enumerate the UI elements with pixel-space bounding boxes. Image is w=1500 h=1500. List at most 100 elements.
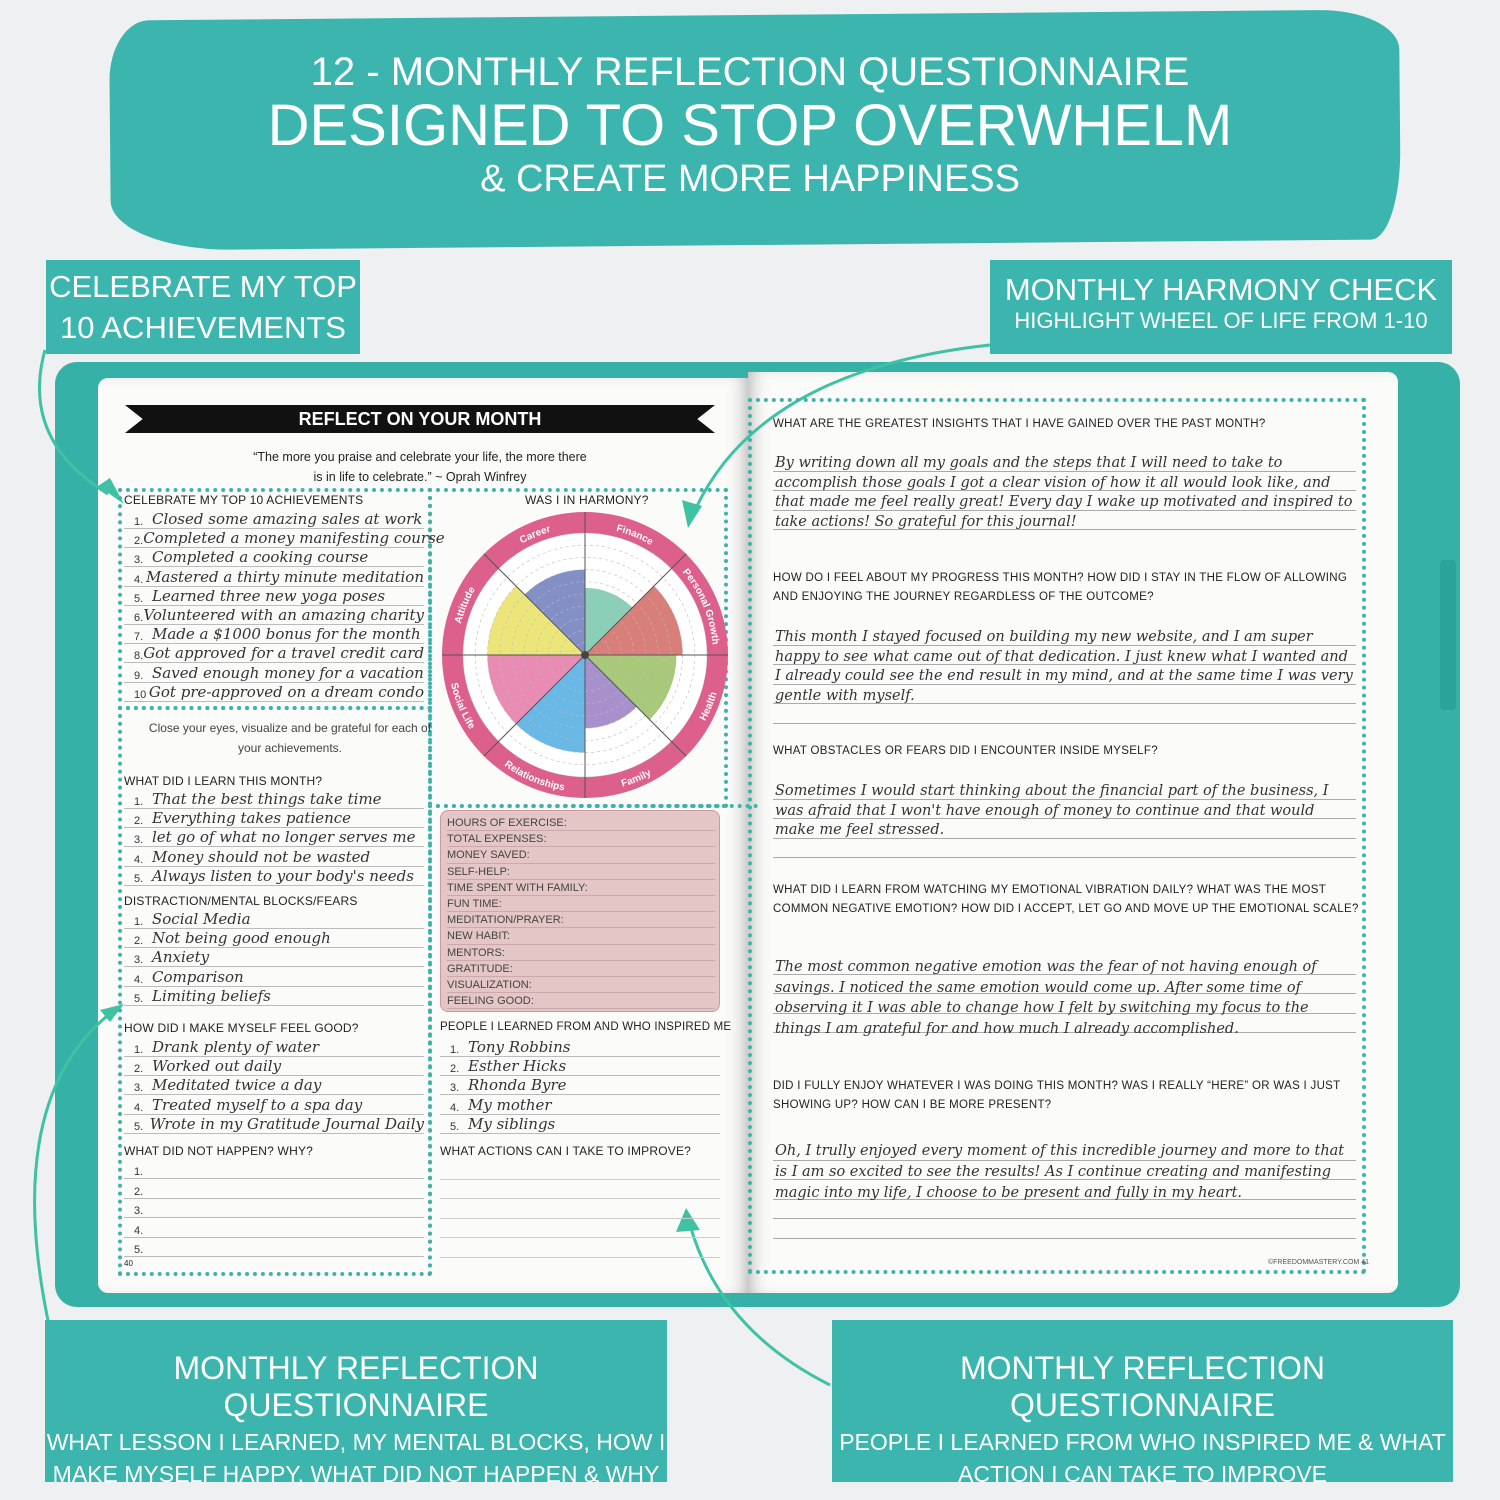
wheel-divider	[584, 553, 687, 656]
item-text: Rhonda Byre	[468, 1076, 567, 1095]
callout-title: MONTHLY REFLECTION QUESTIONNAIRE	[959, 1350, 1326, 1423]
stat-line: TOTAL EXPENSES:	[447, 831, 715, 848]
list-item: 9.Saved enough money for a vacation	[124, 664, 424, 683]
item-number: 2.	[134, 1063, 144, 1076]
wheel-center	[581, 651, 589, 659]
callout-reflection-right: MONTHLY REFLECTION QUESTIONNAIRE PEOPLE …	[832, 1320, 1453, 1487]
item-number: 1.	[134, 516, 144, 528]
list-item: 4.Treated myself to a spa day	[124, 1096, 424, 1115]
wheel-segment[interactable]	[585, 585, 683, 655]
stats-box	[440, 810, 720, 1012]
item-text: Money should not be wasted	[152, 847, 371, 866]
answer-present: Oh, I trully enjoyed every moment of thi…	[775, 1143, 1345, 1201]
stat-line: SELF-HELP:	[447, 864, 715, 880]
item-number: 3.	[134, 1082, 144, 1095]
list-item: 1. Social Media	[124, 910, 424, 929]
answer-emotions: The most common negative emotion was the…	[775, 959, 1317, 1037]
list-item: 3.Anxiety	[124, 948, 424, 968]
item-text: Completed a money manifesting course	[143, 529, 445, 548]
list-item: 1. Closed some amazing sales at work	[124, 510, 424, 529]
quote: “The more you praise and celebrate your …	[120, 447, 720, 487]
wheel-segment[interactable]	[524, 569, 585, 655]
list-item: 3. Rhonda Byre	[440, 1076, 720, 1096]
arrow-feel-good-icon	[33, 1010, 113, 1331]
item-text: Made a $1000 bonus for the month	[152, 625, 421, 644]
list-item: 4.Comparison	[124, 968, 424, 987]
stat-line: MENTORS:	[447, 945, 715, 961]
item-number: 4.	[134, 573, 144, 586]
footer-text: ©FREEDOMMASTERY.COM	[1268, 1259, 1360, 1266]
stat-line: NEW HABIT:	[447, 928, 715, 945]
item-text: Closed some amazing sales at work	[152, 510, 423, 528]
item-number: 5.	[134, 872, 144, 885]
answer-insights: By writing down all my goals and the ste…	[775, 455, 1353, 530]
callout-sub: HIGHLIGHT WHEEL OF LIFE FROM 1-10	[1014, 308, 1428, 333]
learn-heading: WHAT DID I LEARN THIS MONTH?	[124, 774, 323, 788]
wheel-segment[interactable]	[585, 587, 633, 655]
quote-line: “The more you praise and celebrate your …	[253, 450, 587, 464]
list-item: 3. Meditated twice a day	[124, 1076, 424, 1096]
right-page-box	[748, 398, 1366, 1274]
list-item: 2.Completed a money manifesting course	[124, 529, 445, 549]
callout-sub: WHAT LESSON I LEARNED, MY MENTAL BLOCKS,…	[46, 1429, 666, 1455]
item-text: Worked out daily	[152, 1057, 282, 1076]
achievements-heading: CELEBRATE MY TOP 10 ACHIEVEMENTS	[124, 493, 364, 507]
people-heading: PEOPLE I LEARNED FROM AND WHO INSPIRED M…	[440, 1021, 732, 1033]
item-number: 8.	[134, 650, 144, 663]
pen-loop	[1440, 560, 1456, 710]
item-text: My siblings	[468, 1114, 556, 1133]
callout-sub: MAKE MYSELF HAPPY, WHAT DID NOT HAPPEN &…	[52, 1461, 660, 1487]
item-number: 1.	[134, 916, 144, 928]
item-number: 7.	[134, 631, 144, 644]
item-number: 1.	[450, 1044, 460, 1056]
arrow-achievements-icon	[37, 349, 109, 496]
not-happen-heading: WHAT DID NOT HAPPEN? WHY?	[124, 1144, 314, 1158]
list-item: 5.Learned three new yoga poses	[124, 587, 424, 606]
item-number: 2.	[450, 1063, 460, 1076]
item-number: 2.	[134, 535, 144, 548]
wheel-segment[interactable]	[515, 655, 585, 753]
item-text: Completed a cooking course	[152, 548, 369, 567]
list-item: 2. Worked out daily	[124, 1057, 424, 1077]
item-text: Limiting beliefs	[152, 986, 271, 1005]
wheel-segment[interactable]	[585, 655, 637, 729]
item-number: 3.	[134, 554, 144, 567]
stat-line: FEELING GOOD:	[447, 993, 715, 1010]
stat-line: GRATITUDE:	[447, 961, 715, 977]
arrow-actions-icon	[688, 1224, 831, 1387]
item-number: 4.	[450, 1101, 460, 1114]
list-item: 1.Drank plenty of water	[124, 1038, 424, 1057]
wheel-segment[interactable]	[585, 655, 677, 720]
item-text: Esther Hicks	[468, 1057, 567, 1076]
item-number: 3.	[450, 1082, 460, 1095]
item-number: 5.	[134, 1120, 144, 1133]
list-item: 2.Not being good enough	[124, 929, 424, 949]
list-item: 8.Got approved for a travel credit card	[124, 644, 424, 664]
item-text: Saved enough money for a vacation	[152, 663, 424, 682]
stat-line: MONEY SAVED:	[447, 847, 715, 864]
item-number: 4.	[134, 1101, 144, 1114]
item-text: Mastered a thirty minute meditation	[146, 567, 424, 586]
item-text: Meditated twice a day	[152, 1076, 322, 1095]
item-text: My mother	[468, 1095, 552, 1114]
footer-copyright: ©FREEDOMMASTERY.COM 41	[1268, 1259, 1369, 1266]
callout-harmony: MONTHLY HARMONY CHECK HIGHLIGHT WHEEL OF…	[990, 260, 1452, 354]
list-item: 1.Tony Robbins	[440, 1038, 720, 1057]
feel-good-heading: HOW DID I MAKE MYSELF FEEL GOOD?	[124, 1021, 359, 1035]
item-number: 1.	[134, 796, 144, 808]
grateful-note: Close your eyes, visualize and be gratef…	[125, 718, 455, 758]
list-item: 7. Made a $1000 bonus for the month	[124, 625, 424, 645]
list-item: 5.Always listen to your body's needs	[124, 867, 424, 886]
item-number: 5.	[134, 992, 144, 1005]
wheel-segment[interactable]	[487, 655, 585, 725]
item-number: 10	[134, 688, 147, 701]
wheel-segment[interactable]	[487, 585, 585, 655]
list-item: 2. Esther Hicks	[440, 1057, 720, 1077]
stat-line: MEDITATION/PRAYER:	[447, 912, 715, 929]
section-title: REFLECT ON YOUR MONTH	[125, 405, 715, 433]
item-text: Volunteered with an amazing charity	[143, 606, 424, 624]
list-item: 4.Mastered a thirty minute meditation	[124, 568, 424, 587]
question-progress: HOW DO I FEEL ABOUT MY PROGRESS THIS MON…	[773, 572, 1348, 603]
item-text: Social Media	[152, 910, 251, 928]
